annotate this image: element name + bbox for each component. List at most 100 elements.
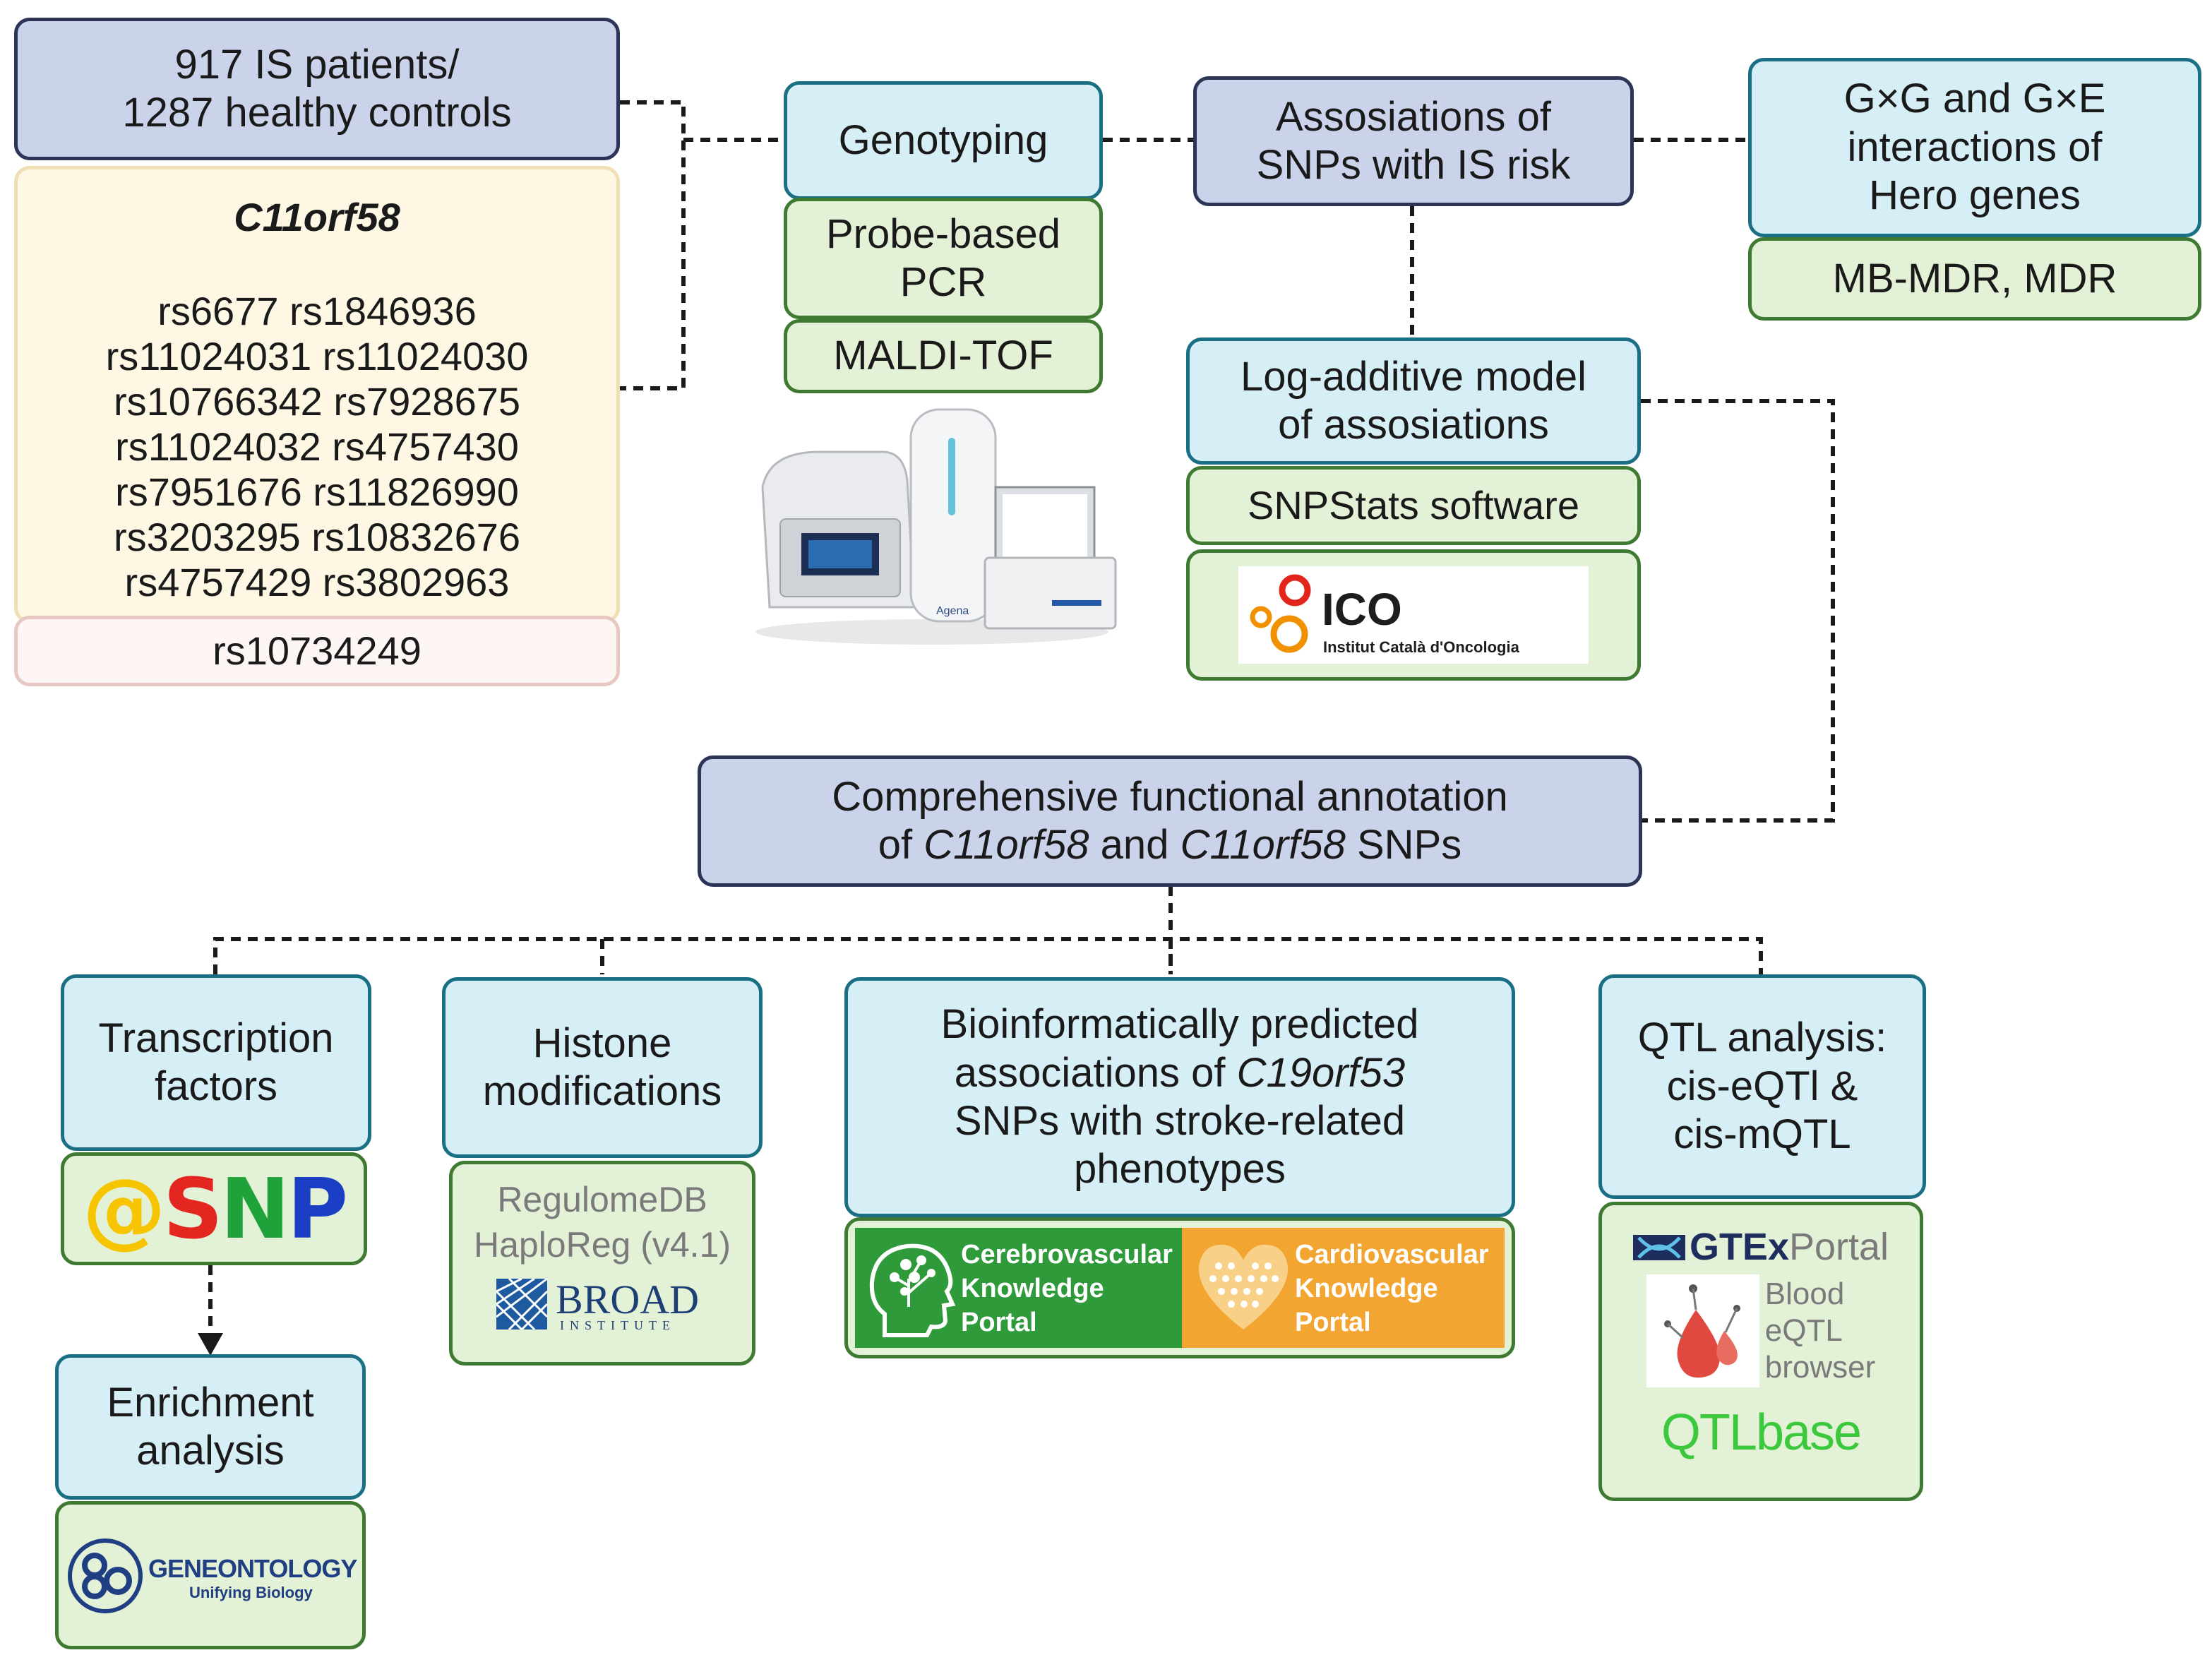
gtex-name: GTEx bbox=[1689, 1226, 1789, 1269]
heart-icon bbox=[1198, 1244, 1289, 1330]
maldi-tof-box: MALDI-TOF bbox=[784, 319, 1103, 393]
ico-circles-icon bbox=[1250, 574, 1311, 653]
model-line1: Log-additive model bbox=[1240, 353, 1587, 400]
snp-row: rs7951676 rs11826990 bbox=[115, 470, 519, 515]
regulomedb-label: RegulomeDB bbox=[497, 1180, 707, 1219]
snpstats-box: SNPStats software bbox=[1186, 466, 1641, 545]
go-symbol-icon bbox=[68, 1538, 143, 1613]
cerebro-line3: Portal bbox=[961, 1308, 1037, 1337]
bioinfo-line4: phenotypes bbox=[1074, 1146, 1286, 1193]
broad-subtitle: INSTITUTE bbox=[560, 1318, 676, 1332]
bioinfo-gene: C19orf53 bbox=[1236, 1049, 1406, 1096]
maldi-tof-label: MALDI-TOF bbox=[833, 333, 1053, 379]
tf-line2: factors bbox=[154, 1063, 278, 1109]
histone-tools-box: RegulomeDB HaploReg (v4.1) BROAD INSTITU… bbox=[449, 1161, 755, 1366]
cardiovascular-portal-logo: Cardiovascular Knowledge Portal bbox=[1181, 1228, 1505, 1348]
blood-drop-icon bbox=[1646, 1274, 1759, 1387]
annotation-post: SNPs bbox=[1345, 822, 1462, 868]
histone-line2: modifications bbox=[482, 1068, 722, 1114]
qtl-line2: cis-eQTl & bbox=[1666, 1063, 1858, 1109]
geneontology-box: GENEONTOLOGY Unifying Biology bbox=[55, 1501, 366, 1649]
mdr-label: MB-MDR, MDR bbox=[1832, 255, 2117, 301]
ico-logo: ICO Institut Català d'Oncologia bbox=[1238, 566, 1589, 664]
broad-logo: BROAD INSTITUTE bbox=[496, 1273, 708, 1337]
agena-label: Agena bbox=[936, 605, 969, 617]
cardio-line3: Portal bbox=[1294, 1308, 1371, 1337]
probe-pcr-line1: Probe-based bbox=[825, 210, 1061, 257]
tf-box: Transcription factors bbox=[61, 974, 371, 1151]
blood-eqtl-logo: Blood eQTL browser bbox=[1646, 1274, 1876, 1387]
qtl-line3: cis-mQTL bbox=[1673, 1111, 1851, 1158]
genotyping-title: Genotyping bbox=[838, 116, 1048, 163]
bioinfo-line1: Bioinformatically predicted bbox=[940, 1001, 1419, 1048]
annotation-mid: and bbox=[1089, 822, 1180, 868]
snp-gene-title: C11orf58 bbox=[234, 195, 400, 239]
gtex-portal: Portal bbox=[1788, 1226, 1889, 1269]
model-box: Log-additive model of assosiations bbox=[1186, 337, 1641, 465]
histone-line1: Histone bbox=[532, 1020, 672, 1066]
annotation-pre: of bbox=[878, 822, 924, 868]
association-line1: Assosiations of bbox=[1275, 93, 1552, 140]
annotation-gene2: C11orf58 bbox=[1180, 822, 1346, 868]
annotation-gene1: C11orf58 bbox=[923, 822, 1089, 868]
snp-row: rs6677 rs1846936 bbox=[157, 289, 477, 334]
haploreg-label: HaploReg (v4.1) bbox=[473, 1225, 731, 1265]
snp-row: rs3203295 rs10832676 bbox=[113, 515, 521, 560]
atsnp-logo: @SNP bbox=[83, 1167, 348, 1250]
annotation-box: Comprehensive functional annotation of C… bbox=[698, 755, 1642, 887]
probe-pcr-box: Probe-based PCR bbox=[784, 198, 1103, 319]
brain-head-icon bbox=[869, 1243, 956, 1337]
portals-box: Cerebrovascular Knowledge Portal Cardiov… bbox=[844, 1217, 1515, 1358]
snpstats-label: SNPStats software bbox=[1248, 482, 1579, 527]
interactions-line3: Hero genes bbox=[1869, 172, 2081, 219]
bioinfo-line3: SNPs with stroke-related bbox=[954, 1098, 1406, 1144]
qtlbase-logo: QTLbase bbox=[1661, 1404, 1862, 1461]
cerebro-line1: Cerebrovascular bbox=[961, 1240, 1173, 1269]
ico-box: ICO Institut Català d'Oncologia bbox=[1186, 549, 1641, 681]
snp-row: rs11024032 rs4757430 bbox=[115, 424, 519, 470]
go-subtitle: Unifying Biology bbox=[189, 1584, 313, 1601]
snp-list-box: C11orf58 rs6677 rs1846936 rs11024031 rs1… bbox=[14, 166, 620, 623]
snp-extra-box: rs10734249 bbox=[14, 616, 620, 686]
bioinfo-line2-pre: associations of bbox=[954, 1049, 1237, 1096]
atsnp-box: @SNP bbox=[61, 1152, 367, 1265]
probe-pcr-line2: PCR bbox=[899, 259, 987, 305]
snp-row: rs4757429 rs3802963 bbox=[124, 560, 510, 605]
histone-box: Histone modifications bbox=[442, 977, 763, 1158]
bioinfo-line2: associations of C19orf53 bbox=[955, 1049, 1405, 1097]
interactions-line2: interactions of bbox=[1847, 124, 2103, 170]
go-name: GENEONTOLOGY bbox=[148, 1554, 357, 1583]
interactions-line1: G×G and G×E bbox=[1843, 76, 2106, 122]
qtl-line1: QTL analysis: bbox=[1637, 1015, 1887, 1061]
cerebrovascular-portal-logo: Cerebrovascular Knowledge Portal bbox=[855, 1228, 1182, 1348]
cerebro-line2: Knowledge bbox=[961, 1274, 1104, 1303]
annotation-line1: Comprehensive functional annotation bbox=[832, 773, 1508, 820]
atsnp-n: N bbox=[220, 1160, 290, 1257]
ico-subtitle: Institut Català d'Oncologia bbox=[1323, 638, 1519, 656]
blood-eqtl-text: Blood eQTL browser bbox=[1765, 1276, 1876, 1386]
snp-row: rs10766342 rs7928675 bbox=[113, 379, 521, 424]
enrichment-line2: analysis bbox=[136, 1428, 285, 1474]
model-line2: of assosiations bbox=[1278, 402, 1549, 448]
gtex-dna-icon bbox=[1632, 1235, 1685, 1260]
snp-extra: rs10734249 bbox=[213, 628, 422, 673]
atsnp-at: @ bbox=[82, 1160, 166, 1257]
atsnp-s: S bbox=[162, 1160, 223, 1257]
genotyping-box: Genotyping bbox=[784, 81, 1103, 200]
bioinfo-box: Bioinformatically predicted associations… bbox=[844, 977, 1515, 1217]
association-line2: SNPs with IS risk bbox=[1256, 142, 1571, 188]
cardio-line1: Cardiovascular bbox=[1294, 1240, 1489, 1269]
interactions-box: G×G and G×E interactions of Hero genes bbox=[1748, 58, 2201, 237]
enrichment-line1: Enrichment bbox=[107, 1379, 314, 1426]
cardio-line2: Knowledge bbox=[1294, 1274, 1438, 1303]
patients-line2: 1287 healthy controls bbox=[122, 90, 512, 136]
enrichment-box: Enrichment analysis bbox=[55, 1354, 366, 1500]
association-box: Assosiations of SNPs with IS risk bbox=[1193, 76, 1634, 206]
atsnp-p: P bbox=[287, 1160, 349, 1257]
qtl-box: QTL analysis: cis-eQTl & cis-mQTL bbox=[1598, 974, 1926, 1199]
blood-line2: eQTL bbox=[1764, 1313, 1843, 1348]
patients-line1: 917 IS patients/ bbox=[174, 41, 460, 88]
